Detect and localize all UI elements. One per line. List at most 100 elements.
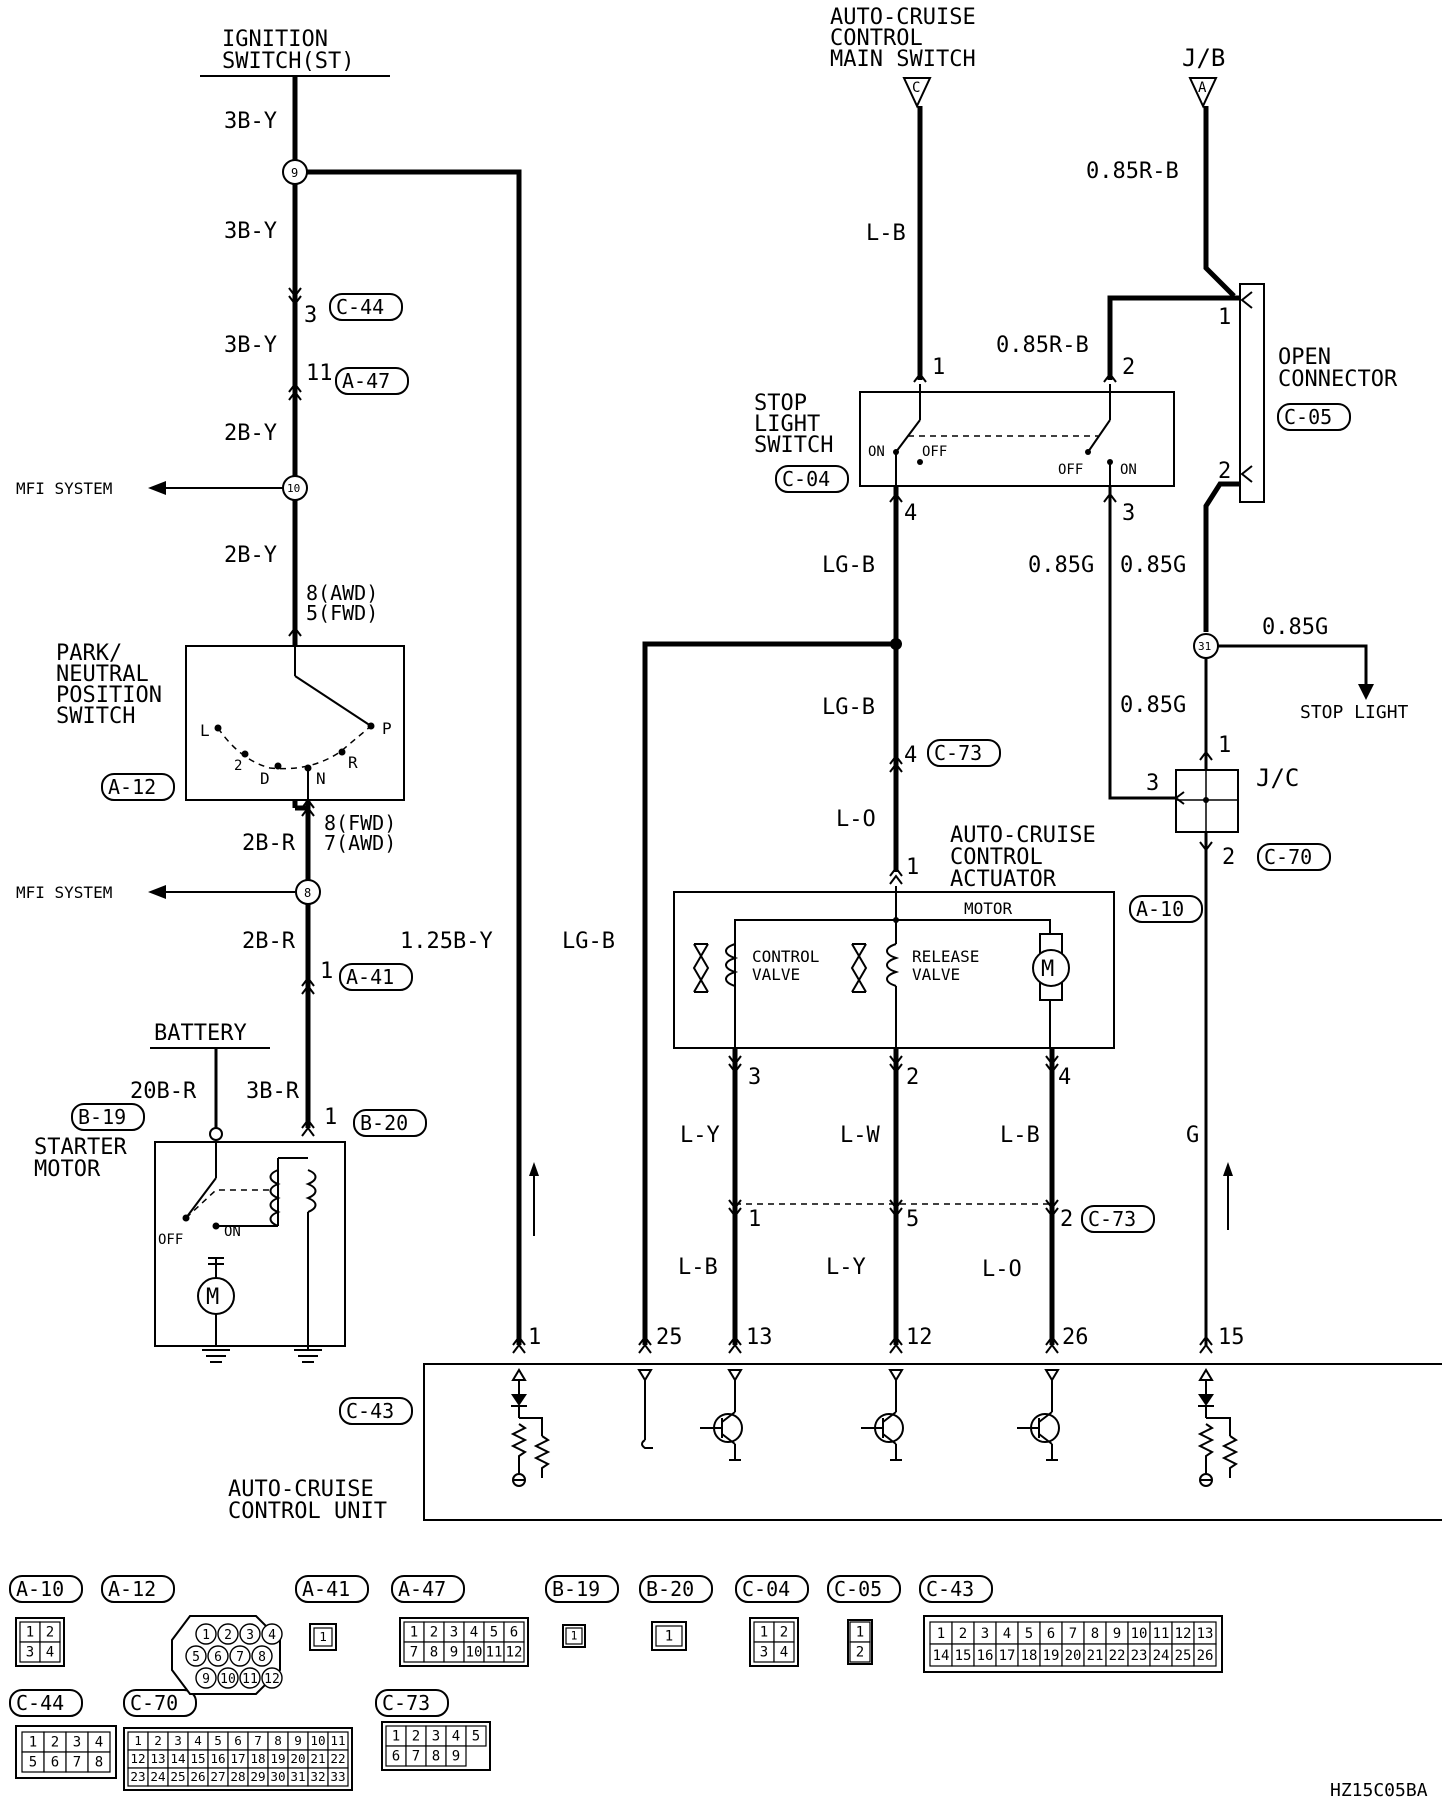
wire-label: LG-B bbox=[562, 929, 615, 954]
legend-tag bbox=[735, 1575, 809, 1603]
pin-label: 25 bbox=[656, 1325, 683, 1350]
wire-label: 1.25B-Y bbox=[400, 929, 493, 954]
connector-tag-c73 bbox=[927, 739, 1001, 767]
pin-label: 12 bbox=[906, 1325, 933, 1350]
legend-cell-label: 12 bbox=[264, 1672, 280, 1687]
pin-label: 2 bbox=[1222, 845, 1235, 870]
terminal-label: A bbox=[1198, 80, 1207, 96]
connector-tag-a10 bbox=[1129, 895, 1203, 923]
legend-cell-label: 5 bbox=[29, 1754, 37, 1770]
legend-cell-label: 6 bbox=[510, 1624, 518, 1640]
legend-cell-label: 1 bbox=[202, 1628, 210, 1643]
wire-label: L-B bbox=[866, 221, 906, 246]
legend-cell-label: 25 bbox=[1175, 1648, 1192, 1664]
wire-label: L-Y bbox=[826, 1255, 866, 1280]
starter-label: MOTOR bbox=[34, 1157, 101, 1182]
wire-label: L-O bbox=[836, 807, 876, 832]
legend-cell-label: 14 bbox=[933, 1648, 950, 1664]
legend-cell-label: 21 bbox=[310, 1751, 325, 1766]
pin-label: 1 bbox=[932, 355, 945, 380]
legend-tag-label: A-41 bbox=[302, 1577, 350, 1601]
legend-cell-label: 14 bbox=[170, 1751, 185, 1766]
switch-pos: 2 bbox=[234, 758, 242, 774]
off-label: OFF bbox=[922, 444, 947, 460]
legend-tag-label: C-73 bbox=[382, 1691, 430, 1715]
connector-tag-label: C-43 bbox=[346, 1399, 394, 1423]
legend-cell-label: 11 bbox=[242, 1672, 258, 1687]
legend-cell-label: 12 bbox=[506, 1644, 523, 1660]
legend-pin bbox=[261, 1623, 283, 1645]
legend-tag-label: C-04 bbox=[742, 1577, 790, 1601]
wire-label: L-W bbox=[840, 1123, 880, 1148]
diagram-code: HZ15C05BA bbox=[1330, 1780, 1428, 1801]
legend-cell-label: 7 bbox=[412, 1748, 420, 1764]
legend-cell-label: 4 bbox=[95, 1734, 103, 1750]
pin-label: 2 bbox=[1060, 1207, 1073, 1232]
legend-cell-label: 1 bbox=[134, 1733, 142, 1748]
control-valve-label: VALVE bbox=[752, 965, 800, 984]
legend-tag-label: C-70 bbox=[130, 1691, 178, 1715]
actuator-label: ACTUATOR bbox=[950, 867, 1057, 892]
legend-cell-label: 26 bbox=[1197, 1648, 1214, 1664]
pn-switch-label: POSITION bbox=[56, 683, 162, 708]
legend-cell-label: 21 bbox=[1087, 1648, 1104, 1664]
mfi-system-label: MFI SYSTEM bbox=[16, 883, 112, 902]
legend-cell-label: 8 bbox=[430, 1644, 438, 1660]
legend-tag-label: A-10 bbox=[16, 1577, 64, 1601]
legend-tag-label: C-43 bbox=[926, 1577, 974, 1601]
legend-cell-label: 31 bbox=[290, 1769, 305, 1784]
legend-pin bbox=[217, 1667, 239, 1689]
open-connector-label: OPEN bbox=[1278, 345, 1331, 370]
legend-cell-label: 11 bbox=[330, 1733, 345, 1748]
legend-pin bbox=[195, 1623, 217, 1645]
connector-tag-label: C-44 bbox=[336, 295, 384, 319]
legend-cell-label: 3 bbox=[174, 1733, 182, 1748]
wire-label: 0.85G bbox=[1120, 693, 1186, 718]
legend-cell-label: 29 bbox=[250, 1769, 265, 1784]
legend-cell bbox=[849, 1641, 871, 1663]
legend-cell-label: 16 bbox=[210, 1751, 225, 1766]
wire-label: 2B-Y bbox=[224, 421, 277, 446]
connector-tag-c70 bbox=[1257, 843, 1331, 871]
connector-tag-c43 bbox=[339, 1397, 413, 1425]
pin-label: 15 bbox=[1218, 1325, 1245, 1350]
legend-cell-label: 7 bbox=[1069, 1626, 1077, 1642]
pin-label: 13 bbox=[746, 1325, 773, 1350]
legend-cell-label: 11 bbox=[1153, 1626, 1170, 1642]
legend-cell-label: 10 bbox=[466, 1644, 483, 1660]
legend-cell-label: 9 bbox=[294, 1733, 302, 1748]
sls-label: LIGHT bbox=[754, 412, 820, 437]
legend-cell-label: 1 bbox=[29, 1734, 37, 1750]
legend-cell-label: 3 bbox=[26, 1644, 34, 1660]
pn-switch-label: SWITCH bbox=[56, 704, 135, 729]
connector-tag-b19 bbox=[71, 1103, 145, 1131]
legend-pin bbox=[229, 1645, 251, 1667]
joint-connector: J/C 3 bbox=[1146, 764, 1299, 833]
battery-label: BATTERY bbox=[154, 1021, 247, 1046]
legend-cell-label: 2 bbox=[780, 1624, 788, 1640]
unit-label: CONTROL UNIT bbox=[228, 1499, 387, 1524]
legend-cell-label: 27 bbox=[210, 1769, 225, 1784]
junction-label: 10 bbox=[287, 482, 300, 495]
legend-cell-label: 4 bbox=[470, 1624, 478, 1640]
jc-label: J/C bbox=[1256, 764, 1299, 792]
legend-cell-label: 28 bbox=[230, 1769, 245, 1784]
on-label: ON bbox=[224, 1224, 241, 1240]
legend-cell-label: 6 bbox=[392, 1748, 400, 1764]
legend-cell-label: 4 bbox=[194, 1733, 202, 1748]
legend-cell-label: 22 bbox=[1109, 1648, 1126, 1664]
legend-cell-label: 18 bbox=[1021, 1648, 1038, 1664]
legend-cell-label: 1 bbox=[665, 1628, 673, 1644]
legend-tag bbox=[545, 1575, 619, 1603]
wire-label: 20B-R bbox=[130, 1079, 197, 1104]
legend-cell-label: 5 bbox=[490, 1624, 498, 1640]
legend-cell-label: 12 bbox=[1175, 1626, 1192, 1642]
legend-cell-label: 2 bbox=[856, 1644, 864, 1660]
legend-cell-label: 4 bbox=[46, 1644, 54, 1660]
pin-label: 5(FWD) bbox=[306, 601, 378, 625]
legend-tag-label: B-20 bbox=[646, 1577, 694, 1601]
main-switch-label: CONTROL bbox=[830, 26, 923, 51]
connector-tag-c44 bbox=[329, 293, 403, 321]
legend-cell-label: 1 bbox=[410, 1624, 418, 1640]
